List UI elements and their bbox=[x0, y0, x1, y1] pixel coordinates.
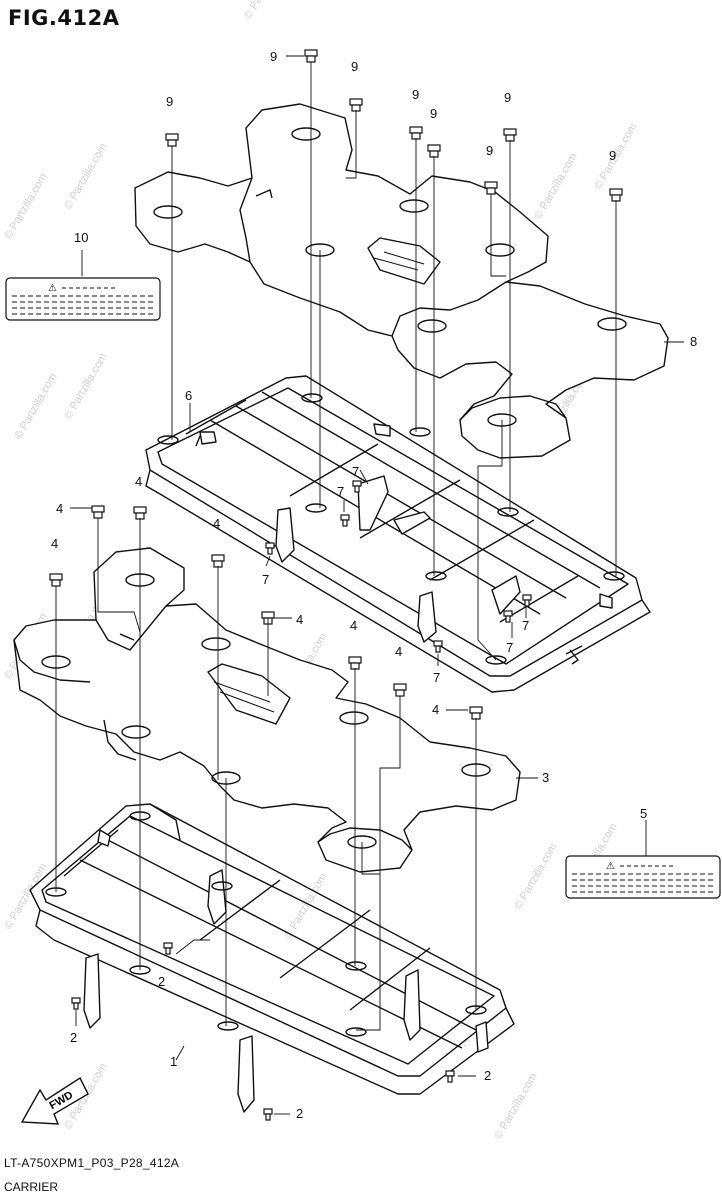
callout-2: 2 bbox=[296, 1106, 303, 1121]
front-carrier-frame bbox=[29, 803, 515, 1113]
callout-10: 10 bbox=[74, 230, 88, 245]
screw-7 bbox=[522, 594, 532, 607]
watermark: © Partzilla.com bbox=[2, 171, 49, 241]
callout-4: 4 bbox=[395, 644, 402, 659]
callout-9: 9 bbox=[270, 49, 277, 64]
callout-4: 4 bbox=[213, 516, 220, 531]
callout-9: 9 bbox=[351, 59, 358, 74]
callout-4: 4 bbox=[350, 618, 357, 633]
screw-2 bbox=[71, 997, 81, 1010]
bolt-9 bbox=[349, 98, 363, 112]
rear-carrier-frame bbox=[145, 375, 651, 693]
callout-4: 4 bbox=[135, 474, 142, 489]
bolt-4 bbox=[91, 505, 105, 519]
screw-7 bbox=[265, 542, 275, 555]
watermark: © Partzilla.com bbox=[492, 1071, 539, 1141]
callout-7: 7 bbox=[506, 640, 513, 655]
callout-6: 6 bbox=[185, 388, 192, 403]
callout-7: 7 bbox=[337, 484, 344, 499]
callout-layer: 9 9 9 9 9 9 9 9 10 8 6 7 7 7 7 7 7 4 4 4… bbox=[51, 49, 697, 1121]
callout-7: 7 bbox=[433, 670, 440, 685]
callout-7: 7 bbox=[352, 464, 359, 479]
callout-7: 7 bbox=[262, 572, 269, 587]
watermark: © Partzilla.com bbox=[512, 841, 559, 911]
bolt-9 bbox=[409, 126, 423, 140]
bolt-4 bbox=[133, 506, 147, 520]
figure-caption: CARRIER bbox=[4, 1180, 59, 1194]
callout-8: 8 bbox=[690, 334, 697, 349]
reference-code: LT-A750XPM1_P03_P28_412A bbox=[4, 1156, 180, 1170]
screw-7 bbox=[340, 514, 350, 527]
callout-1: 1 bbox=[170, 1054, 177, 1069]
warning-label-5: ⚠ bbox=[565, 855, 721, 899]
leader-lines bbox=[55, 55, 684, 1115]
watermark: © Partzilla.com bbox=[2, 861, 49, 931]
bolt-9 bbox=[427, 144, 441, 158]
screw-7 bbox=[503, 610, 513, 623]
screw-2 bbox=[263, 1108, 273, 1121]
callout-9: 9 bbox=[504, 90, 511, 105]
warning-label-10: ⚠ bbox=[5, 277, 161, 321]
watermark: © Partzilla.com bbox=[282, 871, 329, 941]
watermark: © Partzilla.com bbox=[62, 141, 109, 211]
callout-2: 2 bbox=[484, 1068, 491, 1083]
bolt-4 bbox=[469, 706, 483, 720]
front-carrier-cover bbox=[13, 547, 521, 873]
callout-9: 9 bbox=[412, 87, 419, 102]
callout-3: 3 bbox=[542, 770, 549, 785]
bolt-4 bbox=[211, 554, 225, 568]
bolt-9 bbox=[304, 49, 318, 63]
warning-triangle-icon: ⚠ bbox=[606, 861, 615, 872]
bolt-4 bbox=[348, 656, 362, 670]
figure-title: FIG.412A bbox=[8, 6, 120, 30]
screw-7 bbox=[433, 640, 443, 653]
bolt-9 bbox=[484, 181, 498, 195]
screw-2 bbox=[163, 942, 173, 955]
watermark: © Partzilla.com bbox=[532, 151, 579, 221]
warning-triangle-icon: ⚠ bbox=[48, 283, 57, 294]
rear-carrier-cover bbox=[134, 103, 669, 459]
screw-2 bbox=[445, 1070, 455, 1083]
bolt-4 bbox=[49, 573, 63, 587]
callout-4: 4 bbox=[51, 536, 58, 551]
callout-4: 4 bbox=[296, 612, 303, 627]
bolt-9 bbox=[165, 133, 179, 147]
callout-4: 4 bbox=[432, 702, 439, 717]
bolt-4 bbox=[393, 683, 407, 697]
fwd-arrow-icon: FWD bbox=[20, 1076, 89, 1125]
callout-2: 2 bbox=[158, 974, 165, 989]
watermark: © Partzilla.com bbox=[62, 351, 109, 421]
watermark: © Partzilla.com bbox=[12, 371, 59, 441]
screw-7 bbox=[352, 480, 362, 493]
watermark: © Partzilla.com bbox=[242, 0, 289, 22]
callout-5: 5 bbox=[640, 806, 647, 821]
callout-9: 9 bbox=[486, 143, 493, 158]
callout-9: 9 bbox=[609, 148, 616, 163]
callout-7: 7 bbox=[522, 618, 529, 633]
bolt-9 bbox=[503, 128, 517, 142]
callout-2: 2 bbox=[70, 1030, 77, 1045]
callout-9: 9 bbox=[430, 106, 437, 121]
callout-4: 4 bbox=[56, 501, 63, 516]
callout-9: 9 bbox=[166, 94, 173, 109]
bolt-9 bbox=[609, 188, 623, 202]
